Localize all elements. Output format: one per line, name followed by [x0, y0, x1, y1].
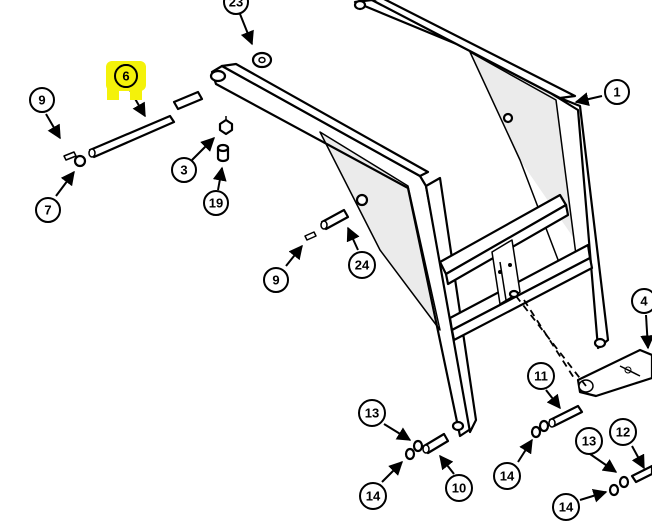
callout-14: 14	[359, 482, 387, 510]
callout-4: 4	[631, 288, 652, 314]
svg-text:14: 14	[366, 489, 381, 504]
svg-text:12: 12	[616, 425, 630, 440]
callout-13: 13	[358, 399, 386, 427]
svg-text:24: 24	[355, 258, 370, 273]
svg-text:10: 10	[452, 481, 466, 496]
callout-14: 14	[493, 462, 521, 490]
callout-13: 13	[575, 427, 603, 455]
svg-text:19: 19	[209, 196, 223, 211]
svg-text:11: 11	[534, 369, 548, 384]
svg-text:13: 13	[582, 434, 596, 449]
callout-14: 14	[552, 493, 580, 521]
loader-frame	[209, 0, 610, 438]
svg-text:14: 14	[559, 500, 574, 515]
callout-24: 24	[348, 251, 376, 279]
callout-3: 3	[171, 157, 197, 183]
callout-6: 6	[114, 64, 138, 88]
svg-text:9: 9	[272, 273, 279, 288]
svg-text:1: 1	[613, 85, 620, 100]
callout-19: 19	[203, 190, 229, 216]
callout-10: 10	[445, 474, 473, 502]
callout-12: 12	[609, 418, 637, 446]
svg-text:14: 14	[500, 469, 515, 484]
svg-text:23: 23	[229, 0, 243, 10]
svg-text:3: 3	[180, 163, 187, 178]
callout-23: 23	[223, 0, 249, 15]
assembly-line	[523, 299, 575, 379]
callout-9: 9	[263, 267, 289, 293]
callout-7: 7	[35, 197, 61, 223]
link-arm	[576, 348, 652, 398]
svg-text:13: 13	[365, 406, 379, 421]
svg-text:9: 9	[38, 93, 45, 108]
callout-9: 9	[29, 87, 55, 113]
hardware	[63, 51, 652, 497]
callout-1: 1	[604, 79, 630, 105]
callout-11: 11	[527, 362, 555, 390]
svg-text:4: 4	[640, 294, 648, 309]
svg-text:7: 7	[44, 203, 51, 218]
svg-text:6: 6	[122, 69, 129, 84]
